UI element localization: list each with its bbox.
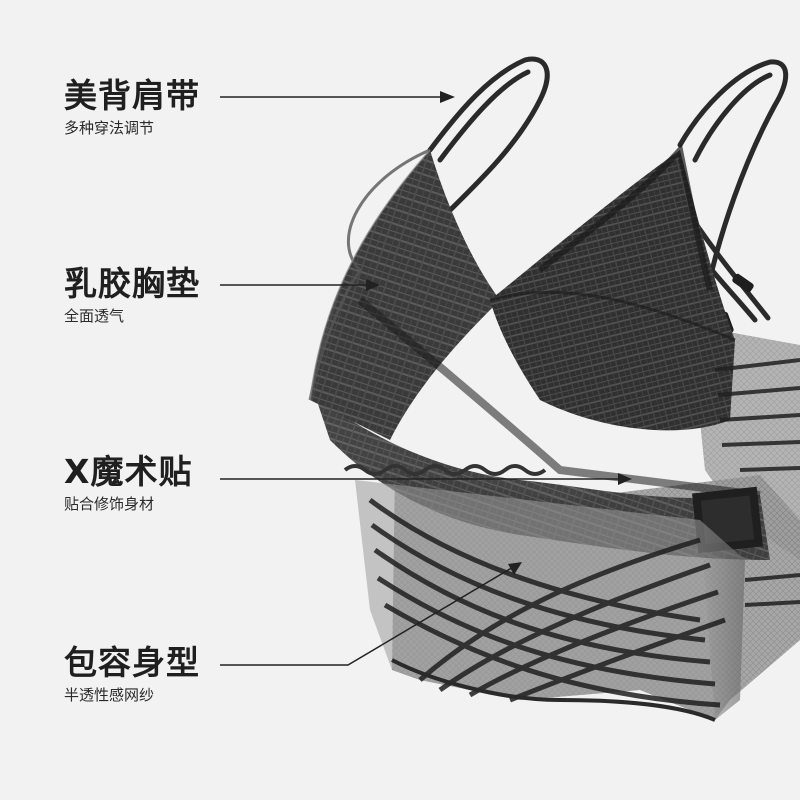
feature-subtitle: 全面透气 bbox=[64, 307, 125, 325]
left-cup bbox=[310, 150, 500, 440]
band-stripes bbox=[368, 497, 726, 708]
right-cup bbox=[490, 150, 735, 431]
bottom-band bbox=[355, 480, 745, 720]
strap-slider bbox=[732, 273, 754, 293]
arrow-icon bbox=[440, 91, 455, 103]
feature-subtitle: 贴合修饰身材 bbox=[64, 495, 155, 513]
callout-line-fit bbox=[220, 565, 516, 666]
feature-fit: 包容身型 半透性感网纱 bbox=[64, 643, 200, 705]
shoulder-straps bbox=[427, 56, 789, 323]
feature-velcro: X魔术贴 贴合修饰身材 bbox=[64, 452, 192, 514]
feature-title: 乳胶胸垫 bbox=[64, 264, 200, 303]
callout-arrowheads bbox=[366, 91, 632, 575]
feature-strap: 美背肩带 多种穿法调节 bbox=[64, 76, 200, 138]
arrow-icon bbox=[366, 279, 380, 291]
arrow-icon bbox=[618, 473, 632, 485]
side-stripes bbox=[714, 358, 800, 607]
band-hem bbox=[391, 658, 716, 722]
feature-pad: 乳胶胸垫 全面透气 bbox=[64, 264, 200, 326]
feature-title: 美背肩带 bbox=[64, 76, 200, 115]
lace-trim bbox=[343, 464, 547, 476]
feature-subtitle: 半透性感网纱 bbox=[64, 686, 155, 704]
arrow-icon bbox=[508, 562, 522, 575]
callout-lines bbox=[220, 96, 622, 666]
feature-title: 包容身型 bbox=[64, 643, 200, 682]
feature-subtitle: 多种穿法调节 bbox=[64, 119, 155, 137]
feature-title: X魔术贴 bbox=[64, 452, 193, 491]
